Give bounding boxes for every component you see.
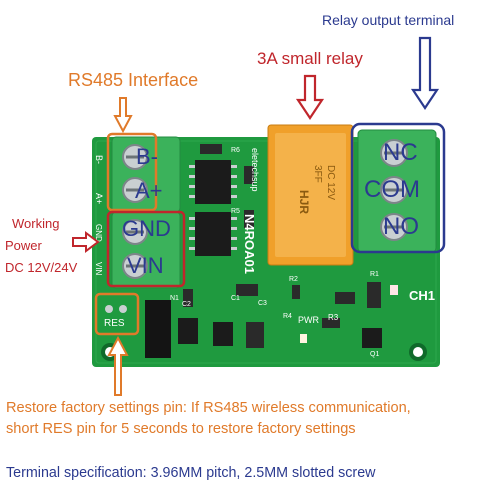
smd-part xyxy=(335,292,355,304)
relay-output-terminal-caption: Relay output terminal xyxy=(322,12,455,28)
working-power-caption-line1: Working xyxy=(12,216,60,231)
relay-terminal-highlight-box xyxy=(350,122,446,254)
terminal-label-com: COM xyxy=(364,176,420,203)
silk-edge-gnd: GND xyxy=(94,224,103,242)
smd-part xyxy=(183,289,193,307)
silk-pwr: PWR xyxy=(298,315,319,325)
transistor xyxy=(362,328,382,348)
ic-chip xyxy=(195,212,231,256)
terminal-label-no: NO xyxy=(383,213,419,240)
rs485-highlight-box xyxy=(106,132,158,212)
relay-marking-line2: 3FF xyxy=(312,165,323,183)
small-relay-caption: 3A small relay xyxy=(257,49,363,68)
silk-edge-vin: VIN xyxy=(94,262,103,276)
res-arrow xyxy=(107,335,129,396)
silk-c1: C1 xyxy=(231,295,240,302)
working-power-caption-line3: DC 12V/24V xyxy=(5,260,78,275)
restore-factory-caption-line1: Restore factory settings pin: If RS485 w… xyxy=(6,400,411,416)
terminal-label-gnd: GND xyxy=(122,216,171,241)
res-pad xyxy=(105,305,113,313)
relay-marking-line1: HJR xyxy=(297,190,311,214)
terminal-label-a-plus: A+ xyxy=(135,178,163,203)
silk-q1: Q1 xyxy=(370,351,379,358)
capacitor xyxy=(213,322,233,346)
silk-model: N4ROA01 xyxy=(242,214,257,274)
relay-terminal-arrow xyxy=(410,36,440,110)
terminal-label-nc: NC xyxy=(383,139,418,166)
silk-r6: R6 xyxy=(231,147,240,154)
smd-part xyxy=(322,318,340,328)
silk-res: RES xyxy=(104,318,125,329)
pwr-led xyxy=(300,334,307,343)
working-power-caption-line2: Power xyxy=(5,238,42,253)
smd-part xyxy=(244,166,254,184)
restore-factory-caption-line2: short RES pin for 5 seconds to restore f… xyxy=(6,421,356,437)
capacitor xyxy=(178,318,198,344)
terminal-spec-caption: Terminal specification: 3.96MM pitch, 2.… xyxy=(6,465,376,481)
silk-brand: eletechsup xyxy=(250,148,260,192)
silk-r1: R1 xyxy=(370,271,379,278)
voltage-regulator xyxy=(145,300,171,358)
res-highlight-box xyxy=(94,292,140,336)
power-arrow xyxy=(72,231,100,253)
silk-c3: C3 xyxy=(258,300,267,307)
relay-arrow xyxy=(295,74,325,120)
smd-part xyxy=(236,284,258,296)
silk-c2: C2 xyxy=(182,301,191,308)
silk-n1: N1 xyxy=(170,295,179,302)
res-pad xyxy=(119,305,127,313)
relay-marking-line3: DC 12V xyxy=(325,165,336,200)
silk-edge-a-plus: A+ xyxy=(94,193,104,204)
silk-r5: R5 xyxy=(231,208,240,215)
smd-part xyxy=(292,285,300,299)
terminal-label-b-minus: B- xyxy=(136,144,158,169)
rs485-interface-caption: RS485 Interface xyxy=(68,70,199,90)
terminal-label-vin: VIN xyxy=(127,253,164,278)
silk-r2: R2 xyxy=(289,276,298,283)
smd-part xyxy=(367,282,381,308)
silk-edge-b-minus: B- xyxy=(94,155,104,164)
power-highlight-box xyxy=(106,210,186,288)
silk-ch1: CH1 xyxy=(409,288,435,303)
smd-part xyxy=(200,144,222,154)
silk-r3: R3 xyxy=(328,313,339,322)
capacitor xyxy=(246,322,264,348)
silk-r4: R4 xyxy=(283,313,292,320)
ch1-led xyxy=(390,285,398,295)
rs485-arrow xyxy=(113,97,133,134)
smd-part xyxy=(244,210,254,228)
ic-chip xyxy=(195,160,231,204)
